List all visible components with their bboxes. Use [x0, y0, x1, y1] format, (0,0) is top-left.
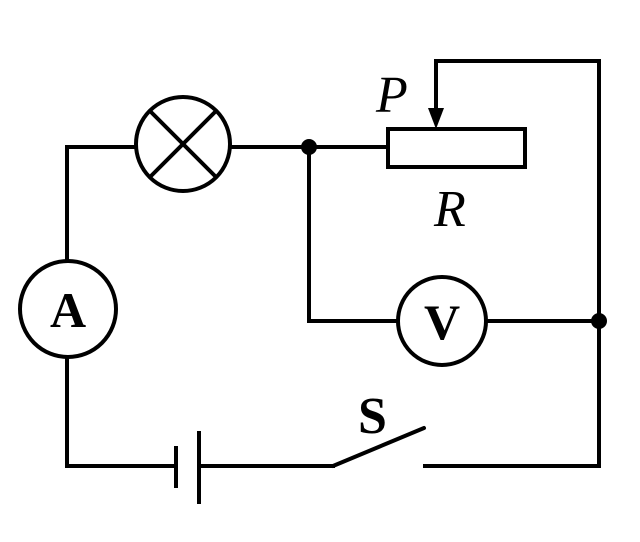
rheostat-icon	[386, 127, 527, 169]
wire-left-upper	[65, 145, 137, 264]
slider-arrow-icon[interactable]	[428, 108, 444, 129]
voltmeter-label: V	[424, 294, 460, 350]
lamp-icon	[134, 95, 232, 193]
voltmeter-icon	[396, 275, 488, 367]
junction-right	[591, 313, 607, 329]
switch-label: S	[358, 388, 387, 445]
rheostat-label: R	[433, 181, 466, 238]
wire-junction-to-voltmeter	[307, 145, 400, 323]
ammeter-icon	[18, 259, 118, 359]
switch-icon[interactable]	[331, 426, 426, 468]
slider-label: P	[375, 67, 408, 124]
ammeter-label: A	[50, 282, 86, 338]
wire-slider	[434, 59, 601, 323]
junction-left	[301, 139, 317, 155]
battery-icon	[174, 431, 201, 504]
wire-left-lower	[65, 355, 178, 468]
wire-right-lower	[423, 319, 601, 468]
